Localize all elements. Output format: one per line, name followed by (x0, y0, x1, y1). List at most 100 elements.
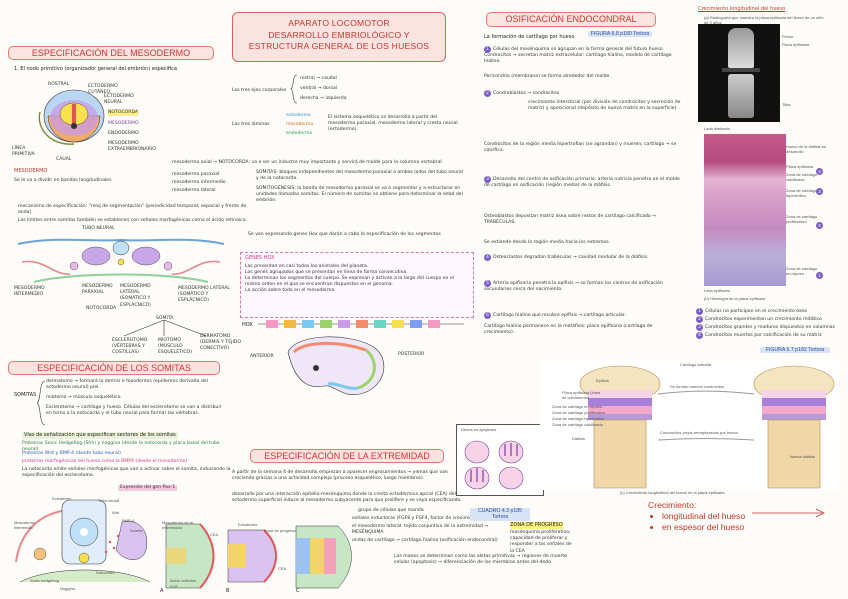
crecimiento-title: Crecimiento: (648, 500, 697, 510)
xray-label-placa: Placa epifisaria (782, 42, 810, 47)
osificacion-intro: La formación de cartílago por hueso (484, 34, 575, 40)
bone-label-reemplazados: Condrocitos viejos reemplazados por hues… (660, 430, 738, 435)
senal-3: proteínas morfogénicas del hueso como la… (22, 459, 188, 464)
xray-label-tibia: Tibia (782, 102, 791, 107)
section-title-mesodermo: ESPECIFICACIÓN DEL MESODERMO (8, 46, 214, 60)
histo-lado-diafisario: Lado diafisario (704, 126, 731, 131)
zone-number-1: 1 (696, 308, 703, 315)
hox-posterior: POSTERIOR (398, 352, 425, 357)
senal-1: Proteínas Sonic Hedgehog (Shh) y noggina… (22, 441, 220, 453)
histo-zona-calcificado: Zona de cartílago calcificado (786, 172, 818, 182)
xray-label-femur: Fémur (782, 34, 794, 39)
somita-item-dermatomo: dermatomo → formará la dermis e hipoderm… (46, 379, 208, 391)
division-title: MESODERMO (14, 168, 48, 174)
zone-marker-3: 3 (816, 188, 823, 195)
hoja-endodermo: endodermo (286, 131, 313, 136)
sd-label-7: Noggina (60, 586, 75, 591)
limb-label-7: FGF (170, 584, 178, 589)
step-2b: crecimiento intersticial (por división d… (528, 100, 681, 112)
ref-figura-6-8: FIGURA 6.8 p180 Tortora (588, 31, 652, 38)
section-title-extremidad: ESPECIFICACIÓN DE LA EXTREMIDAD (250, 449, 444, 463)
label-ectodermo-neural: ECTODERMO NEURAL (104, 94, 134, 106)
banda-paraxial: mesodermo paraxial (172, 172, 220, 177)
bone-growth-svg (579, 365, 835, 489)
hox-line-3: Lo determinan los segmentos del cuerpo. … (245, 276, 455, 288)
extremidad-text-2: desarrollo por una interacción epitelio-… (232, 492, 462, 504)
bone-label-epifisis: Epífisis (596, 378, 609, 383)
zona-progreso-note: mesénquima proliferativo; capacidad de p… (510, 530, 572, 554)
ref-figura-6-7: FIGURA 6.7 p182 Tortora (760, 347, 830, 354)
crecimiento-item-2: en espesor del hueso (662, 522, 745, 533)
hox-box: GENES HOX Las presentan en casi todos lo… (240, 252, 474, 318)
limites-note: Los límites entre somitas también se est… (18, 218, 247, 223)
hox-gene-strip (258, 320, 464, 328)
bone-label-cartilago: Cartílago articular (680, 362, 712, 367)
division-text: Se le va a dividir en bandas longitudina… (14, 178, 112, 183)
step-number-5: 5 (484, 280, 491, 287)
micro-caption-a: (a) Radiografía que muestra la placa epi… (704, 15, 824, 25)
cross-label-lateral-2: MESODERMO LATERAL (SOMÁTICO Y ESPLÁCNICO… (178, 286, 230, 304)
hox-title: GENES HOX (245, 255, 275, 261)
hox-line-1: Las presentan en casi todos los animales… (245, 263, 369, 269)
brace-ejes (290, 74, 298, 104)
zone-item-3-text: Condrocitos grandes y maduros dispuestos… (705, 325, 835, 330)
cross-label-intermedio: MESODERMO INTERMEDIO (14, 286, 45, 298)
bone-label-diafisis: Diáfisis (572, 436, 585, 441)
step-number-6: 6 (484, 312, 491, 319)
eje-3: derecha → izquierda (300, 96, 347, 101)
extremidad-list-title: grupo de células que manda (358, 508, 424, 513)
limb-label-3: Ectodermo (238, 522, 258, 527)
label-caudal: CAUAL (56, 157, 72, 162)
mesodermo-intro: 1. El nodo primitivo (organizador genera… (14, 66, 177, 72)
hox-anterior: ANTERIOR (250, 354, 274, 359)
label-mesodermo-extraembrionario: MESODERMO EXTRAEMBRIONARIO (108, 141, 156, 153)
hoja-mesodermo: mesodermo (286, 122, 314, 127)
histo-hueso-diafisis: Hueso de la diáfisis en desarrollo (786, 144, 827, 154)
histo-lado-epifisario: Lado epifisario (704, 288, 731, 293)
zone-item-2-text: Condrocitos experimentan un crecimiento … (705, 317, 822, 322)
sd-label-8: Wnt (112, 510, 120, 515)
extremidad-list-1: señales inductoras (FGF8 y FGF4, factor … (352, 516, 482, 521)
step-2c: Condrocitos de la región media hipertrof… (484, 142, 677, 154)
sd-label-5: Somita (130, 528, 143, 533)
step-6b: Cartílago hialino permanece en la metáfi… (484, 324, 653, 336)
histo-zona-proliferativo: Zona de cartílago proliferativo (786, 214, 818, 224)
bone-label-nuevos: Se forman nuevos condrocitos (670, 384, 725, 389)
reloj-note: mecanismo de especificación: "reloj de s… (18, 204, 247, 216)
somitas-root: SOMITAS (14, 392, 37, 398)
tubo-neural-label: TUBO NEURAL (82, 226, 115, 231)
histo-placa: Placa epifisaria (786, 164, 814, 169)
hox-line-4: La acción sobre todo en el mesodermo. (245, 288, 336, 294)
zone-marker-2: 2 (816, 222, 823, 229)
micro-caption-b: (b) Histología de la placa epifisaria (704, 296, 766, 301)
cross-section-diagram (17, 238, 225, 283)
panel-c: C (296, 588, 300, 594)
sd-label-1: Mesodermo intermedio (14, 520, 36, 530)
step-3b: Osteoblastos depositan matriz ósea sobre… (484, 214, 657, 226)
zone-number-2: 2 (696, 316, 703, 323)
zone-number-3: 3 (696, 324, 703, 331)
xray-image (698, 24, 780, 122)
sd-label-4: Notocorda (96, 570, 115, 575)
derivado-esclerotomo: ESCLEROTOMO (VÉRTEBRAS Y COSTILLAS) (112, 338, 148, 356)
somita-tree (123, 320, 207, 337)
hojas-note: El sistema esquelético se desarrolla a p… (328, 115, 458, 133)
crecimiento-item-1: longitudinal del hueso (662, 511, 745, 522)
ref-cuadro-4-3: CUADRO 4.3 p185 Tortora (470, 508, 530, 521)
bone-label-reposo: Zona de cartílago en reposo (552, 404, 603, 409)
sd-label-6: Sonic hedgehog (30, 578, 59, 583)
eje-1: rostral → caudal (300, 76, 337, 81)
limb-bud-diagram (165, 523, 352, 589)
somitogenesis-note: SOMITOGÉNESIS: la banda de mesodermo par… (256, 186, 463, 204)
bone-label-nueva-diafisis: Nueva diáfisis (790, 454, 815, 459)
limb-label-2: CEA (210, 532, 219, 537)
hox-embryo-drawing (287, 336, 385, 396)
crecimiento-arrow (752, 508, 825, 518)
